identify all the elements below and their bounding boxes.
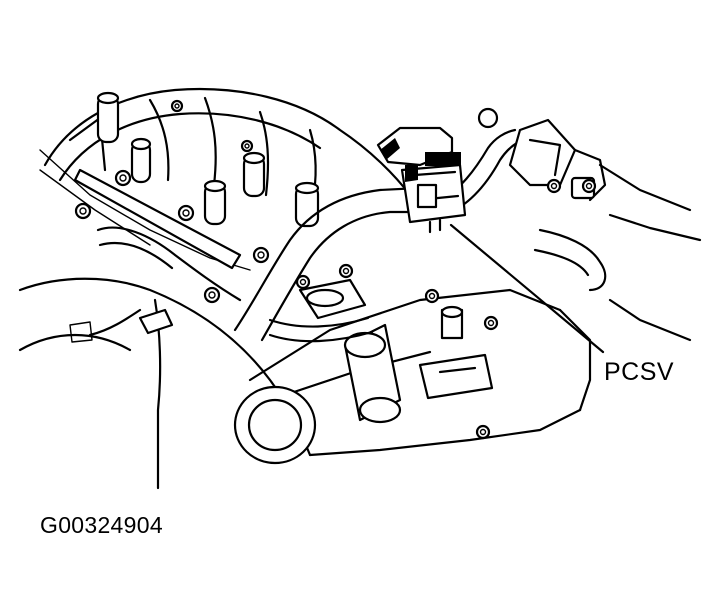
fuel-rail xyxy=(73,168,242,302)
figure-id-label: G00324904 xyxy=(40,512,163,538)
right-hose xyxy=(533,163,702,292)
bolts xyxy=(74,99,597,440)
engine-block xyxy=(18,277,692,465)
wiring-harness xyxy=(69,298,174,490)
pcsv-leader-line xyxy=(449,223,605,354)
throttle-body xyxy=(268,278,374,343)
pcsv-valve xyxy=(376,107,499,234)
connector-lower-right xyxy=(418,305,494,400)
intake-manifold xyxy=(39,87,412,271)
water-outlet xyxy=(343,323,402,424)
pcsv-callout-label: PCSV xyxy=(604,358,675,386)
